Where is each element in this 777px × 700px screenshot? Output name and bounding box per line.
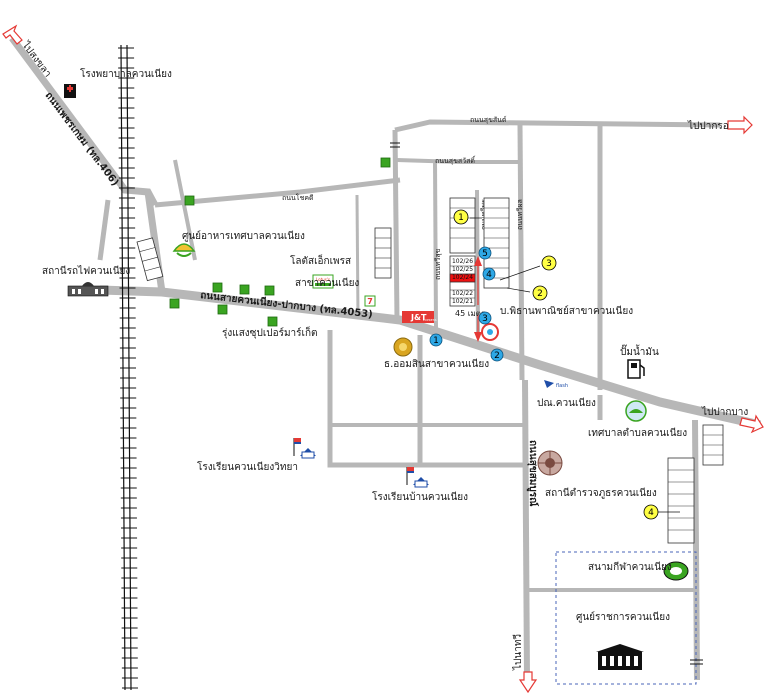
distance-label: 45 เมตร — [455, 309, 486, 318]
lot-number-label: 102/25 — [452, 266, 473, 273]
blue-marker-5: 5 — [478, 246, 492, 260]
road-label-petchkasem: ถนนเพชรเกษม (ทล.406) — [43, 90, 121, 188]
blue-marker-2: 2 — [490, 348, 504, 362]
svg-text:4: 4 — [486, 270, 492, 280]
yellow-markers: 1 2 3 4 — [453, 209, 659, 520]
label-gsb: ธ.ออมสินสาขาควนเนียง — [384, 358, 489, 370]
label-hospital: โรงพยาบาลควนเนียง — [80, 67, 172, 80]
lot-number-label: 102/23 — [452, 282, 473, 289]
blue-marker-1: 1 — [429, 333, 443, 347]
label-gov-center: ศูนย์ราชการควนเนียง — [576, 611, 670, 623]
label-municipality: เทศบาลตำบลควนเนียง — [588, 427, 687, 439]
blue-marker-4: 4 — [482, 267, 496, 281]
yellow-marker-4: 4 — [643, 504, 659, 520]
svg-text:3: 3 — [482, 314, 488, 324]
government-building-icon — [596, 644, 644, 670]
blue-marker-3: 3 — [478, 311, 492, 325]
lot-number-label: 102/22 — [452, 290, 473, 297]
seven-logo-text: 7 — [367, 297, 373, 306]
lot-number-label: 102/21 — [452, 298, 473, 305]
label-food-center: ศูนย์อาหารเทศบาลควนเนียง — [182, 230, 305, 242]
arrow-pakrong: ไปปากรอ — [687, 115, 753, 135]
yellow-marker-3: 3 — [541, 255, 557, 271]
gas-station-icon — [627, 359, 645, 379]
municipality-seal-icon — [625, 400, 647, 422]
lotus-logo-icon: Lotus's — [312, 274, 334, 289]
lotus-logo-text: Lotus's — [316, 277, 330, 282]
road-label-sukhumvit: ถนนสุขสันต์ — [470, 116, 507, 124]
pitan-logo-icon — [481, 323, 499, 341]
jt-express-icon: J&T EXPRESS — [402, 311, 437, 323]
label-school-2: โรงเรียนบ้านควนเนียง — [372, 490, 468, 503]
stadium-icon — [663, 561, 689, 581]
food-center-icon — [172, 243, 196, 257]
arrow-pakbang: ไปปากบาง — [701, 406, 764, 434]
svg-text:3: 3 — [546, 259, 552, 269]
label-to-pakbang: ไปปากบาง — [701, 406, 748, 418]
label-lotus-2: สาขาควนเนียง — [295, 277, 359, 289]
school-2-icon — [406, 467, 429, 488]
label-station: สถานีรถไฟควนเนียง — [42, 265, 130, 277]
gsb-bank-icon — [393, 337, 413, 357]
hospital-icon — [64, 84, 76, 98]
road-label-soi-a: ถนนทวีสุข — [434, 248, 442, 280]
label-to-pakrong: ไปปากรอ — [687, 120, 729, 132]
svg-text:1: 1 — [458, 213, 464, 223]
flash-logo-icon: flash — [544, 380, 568, 389]
road-label-vertical: ถนนสุขสมบูรณ์ — [526, 440, 539, 507]
jt-logo-text: J&T — [410, 313, 427, 322]
station-icon — [67, 282, 109, 297]
lot-number-label: 102/26 — [452, 258, 473, 265]
label-school-1: โรงเรียนควนเนียงวิทยา — [197, 460, 298, 473]
bridge-marks — [390, 142, 703, 665]
label-stadium: สนามกีฬาควนเนียง — [588, 561, 672, 573]
police-badge-icon — [537, 450, 563, 476]
flash-logo-text: flash — [556, 383, 568, 389]
road-label-khlong: ถนนโชคดี — [282, 193, 314, 202]
railway — [118, 44, 138, 691]
jt-logo-sub: EXPRESS — [423, 318, 437, 322]
arrow-south: ไปนาทวี — [512, 634, 538, 694]
yellow-marker-1: 1 — [453, 209, 469, 225]
svg-text:5: 5 — [482, 249, 488, 259]
yellow-marker-2: 2 — [532, 285, 548, 301]
svg-text:1: 1 — [433, 336, 439, 346]
svg-text:2: 2 — [494, 351, 500, 361]
place-labels: โรงพยาบาลควนเนียง สถานีรถไฟควนเนียง ศูนย… — [42, 67, 687, 623]
road-label-suksawat: ถนนสุขสวัสดิ์ — [435, 155, 476, 165]
road-label-soi-c: ถนนทวีผล — [516, 199, 524, 230]
government-zone — [555, 551, 697, 685]
seven-eleven-icon: 7 — [364, 295, 376, 307]
label-lotus-1: โลตัสเอ็กเพรส — [290, 253, 351, 267]
leader-lines — [470, 217, 680, 513]
green-markers — [169, 157, 391, 327]
school-1-icon — [293, 438, 316, 459]
label-rungsang: รุ่งแสงซุปเปอร์มาร์เก็ต — [222, 325, 318, 339]
blue-markers: 1 2 3 4 5 — [429, 246, 504, 362]
route-indicator: 45 เมตร — [455, 256, 486, 342]
svg-text:4: 4 — [648, 508, 654, 518]
label-gas: ปั๊มน้ำมัน — [620, 344, 659, 358]
svg-text:2: 2 — [537, 289, 543, 299]
label-pitan: บ.พิธานพาณิชย์สาขาควนเนียง — [500, 305, 633, 317]
label-to-natawee: ไปนาทวี — [512, 634, 524, 671]
label-police: สถานีตำรวจภูธรควนเนียง — [545, 487, 657, 499]
lot-number-label: 102/24 — [452, 274, 473, 281]
arrow-songkhla: ไปสงขลา — [2, 24, 54, 80]
label-post: ปณ.ควนเนียง — [537, 397, 596, 409]
